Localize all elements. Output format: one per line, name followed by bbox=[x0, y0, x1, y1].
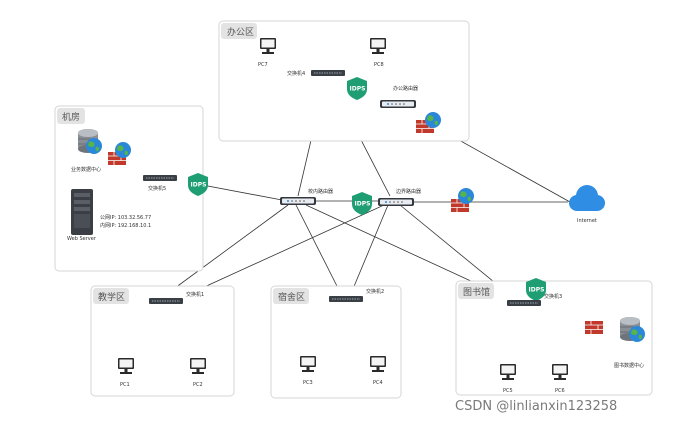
idps-library-label: IDPS bbox=[529, 287, 545, 294]
globe-icon bbox=[458, 188, 474, 204]
zone-office-tab bbox=[221, 23, 257, 39]
network-switch-icon bbox=[506, 299, 542, 307]
library-data-center bbox=[620, 317, 645, 342]
switch1-label: 交换机1 bbox=[186, 291, 204, 298]
router-icon bbox=[378, 198, 414, 206]
switch5 bbox=[142, 174, 178, 182]
switch3 bbox=[506, 299, 542, 307]
pc8-label: PC8 bbox=[374, 62, 384, 68]
campus-router-label: 校内路由器 bbox=[308, 188, 333, 195]
pc4-label: PC4 bbox=[373, 380, 383, 386]
server-tower-icon bbox=[71, 189, 93, 235]
zone-library-label: 图书馆 bbox=[463, 286, 490, 298]
office-router-label: 办公路由器 bbox=[393, 85, 418, 92]
watermark: CSDN @linlianxin123258 bbox=[455, 399, 617, 414]
globe-icon bbox=[86, 138, 102, 154]
library-data-center-label: 图书数据中心 bbox=[614, 362, 644, 369]
switch3-label: 交换机3 bbox=[544, 293, 562, 300]
globe-icon bbox=[115, 142, 131, 158]
zone-machine-room-tab bbox=[57, 108, 85, 124]
pc6-label: PC6 bbox=[555, 388, 565, 394]
idps-machine-room: IDPS bbox=[188, 173, 208, 196]
switch4-label: 交换机4 bbox=[287, 70, 305, 77]
idps-office-label: IDPS bbox=[350, 86, 366, 93]
switch4 bbox=[310, 69, 346, 77]
link-border-switch2 bbox=[349, 204, 389, 297]
private-ip-label: 内网IP: 192.168.10.1 bbox=[100, 222, 151, 229]
idps-library: IDPS bbox=[526, 278, 546, 301]
idps-core: IDPS bbox=[352, 192, 372, 215]
internet-cloud bbox=[569, 185, 605, 211]
data-center-db bbox=[78, 129, 102, 154]
globe-icon bbox=[629, 326, 645, 342]
cloud-icon bbox=[569, 185, 605, 211]
network-switch-icon bbox=[310, 69, 346, 77]
link-border-switch1 bbox=[177, 204, 385, 300]
web-server bbox=[71, 189, 93, 235]
web-server-label: Web Server bbox=[67, 236, 97, 242]
firewall-icon bbox=[584, 320, 604, 335]
zone-machine-room-label: 机房 bbox=[62, 111, 80, 123]
link-campus-switch2 bbox=[295, 204, 343, 297]
router-icon bbox=[280, 197, 316, 205]
zone-office-label: 办公区 bbox=[227, 26, 254, 38]
pc7-label: PC7 bbox=[258, 62, 268, 68]
globe-icon bbox=[425, 112, 441, 128]
router-icon bbox=[380, 100, 416, 108]
switch2 bbox=[328, 295, 364, 303]
zone-office: 办公区 bbox=[218, 20, 470, 142]
pc1-label: PC1 bbox=[120, 382, 130, 388]
border-router bbox=[378, 198, 414, 206]
zone-machine-room: 机房 bbox=[54, 105, 204, 272]
data-center-label: 业务数据中心 bbox=[71, 166, 101, 173]
zone-teaching-label: 教学区 bbox=[98, 291, 125, 303]
link-campus-switch1 bbox=[159, 204, 289, 300]
internet-label: Internet bbox=[577, 218, 597, 224]
switch5-label: 交换机5 bbox=[148, 185, 166, 192]
office-router bbox=[380, 100, 416, 108]
network-switch-icon bbox=[142, 174, 178, 182]
zone-library-tab bbox=[458, 283, 494, 299]
border-router-label: 边界路由器 bbox=[396, 188, 421, 195]
idps-core-label: IDPS bbox=[355, 201, 371, 208]
pc3-label: PC3 bbox=[303, 380, 313, 386]
firewall-border bbox=[450, 188, 474, 213]
firewall-library bbox=[584, 320, 604, 335]
zone-dorm-tab bbox=[273, 288, 309, 304]
switch2-label: 交换机2 bbox=[366, 288, 384, 295]
zone-teaching-tab bbox=[93, 288, 129, 304]
network-switch-icon bbox=[328, 295, 364, 303]
campus-router bbox=[280, 197, 316, 205]
pc2-label: PC2 bbox=[193, 382, 203, 388]
idps-machine-room-label: IDPS bbox=[191, 182, 207, 189]
idps-office: IDPS bbox=[347, 77, 367, 100]
network-switch-icon bbox=[148, 297, 184, 305]
zone-dorm-label: 宿舍区 bbox=[278, 291, 305, 303]
switch1 bbox=[148, 297, 184, 305]
pc5-label: PC5 bbox=[503, 388, 513, 394]
public-ip-label: 公网IP: 103.32.56.77 bbox=[100, 215, 151, 221]
